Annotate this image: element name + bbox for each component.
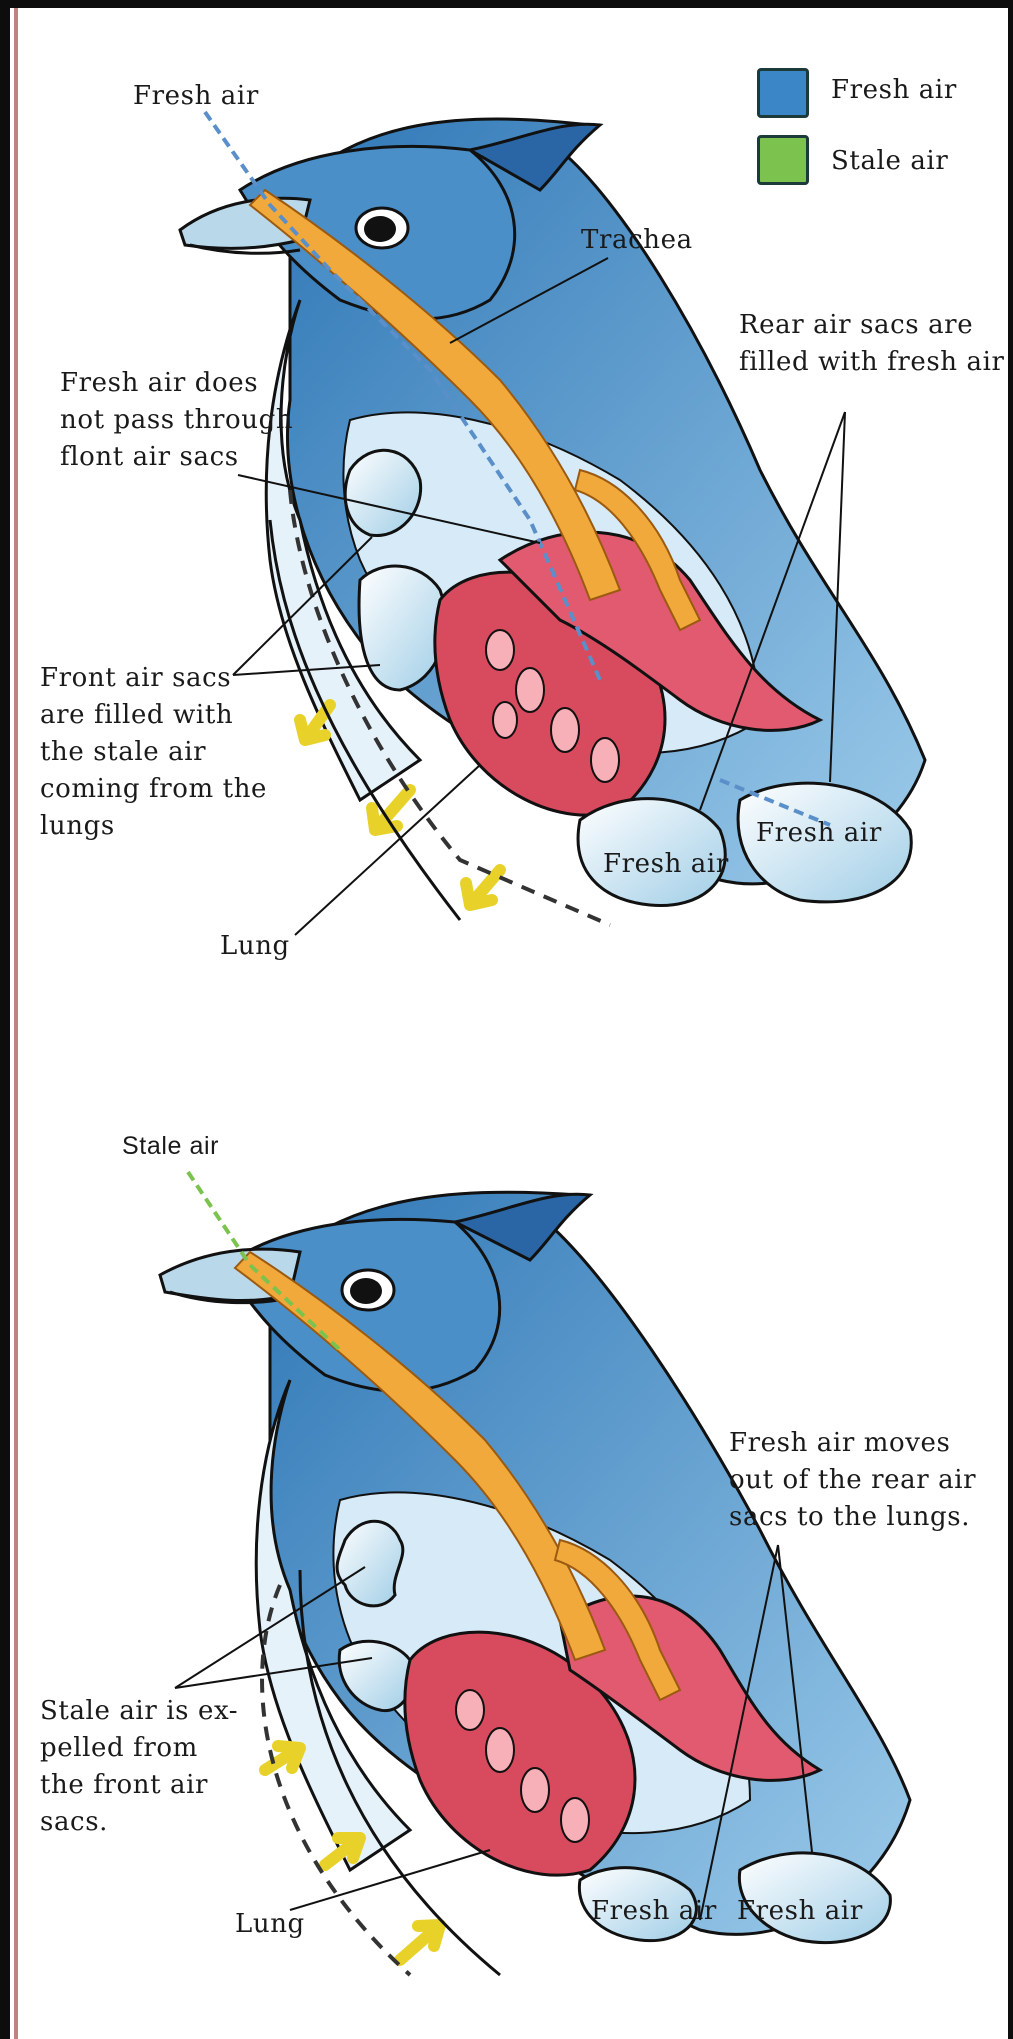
label-fresh-air-bottom-left: Fresh air [591, 1893, 717, 1930]
legend-fresh-label: Fresh air [831, 72, 957, 109]
label-rear-sacs-filled: Rear air sacs are filled with fresh air [739, 307, 1005, 381]
top-bird [180, 112, 925, 935]
label-fresh-air-bottom-right: Fresh air [737, 1893, 863, 1930]
label-lung-bottom: Lung [235, 1906, 305, 1943]
label-stale-air-expelled: Stale air is ex- pelled from the front a… [40, 1693, 238, 1841]
legend-stale-label: Stale air [831, 143, 948, 180]
label-fresh-air-not-front: Fresh air does not pass through flont ai… [60, 365, 293, 476]
label-trachea: Trachea [581, 222, 693, 259]
bottom-bird [160, 1172, 910, 1975]
label-fresh-air-in: Fresh air [133, 78, 259, 115]
label-front-sacs-stale: Front air sacs are filled with the stale… [40, 660, 267, 845]
fresh-air-swatch [757, 68, 809, 118]
label-fresh-air-rear-left: Fresh air [603, 846, 729, 883]
label-fresh-air-rear-right: Fresh air [756, 815, 882, 852]
stale-air-swatch [757, 135, 809, 185]
label-lung-top: Lung [220, 928, 290, 965]
label-fresh-air-moves: Fresh air moves out of the rear air sacs… [729, 1425, 976, 1536]
label-stale-air-out: Stale air [122, 1128, 219, 1165]
